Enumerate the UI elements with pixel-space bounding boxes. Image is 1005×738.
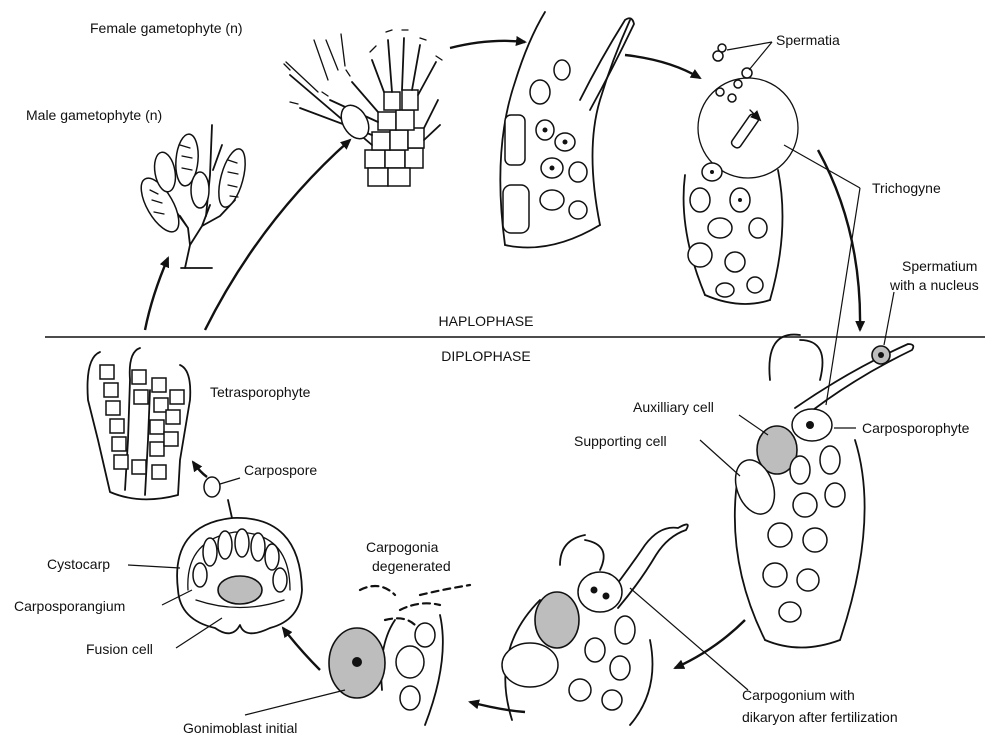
spermatia-attachment-illustration xyxy=(684,44,798,304)
male-gametophyte-illustration xyxy=(134,125,251,268)
fertilized-carpogonium-illustration xyxy=(729,335,914,648)
cystocarp-illustration xyxy=(177,500,302,633)
label-auxilliary-cell: Auxilliary cell xyxy=(633,399,714,415)
arrow-to-gonimoblast xyxy=(470,702,525,712)
label-female-gametophyte: Female gametophyte (n) xyxy=(90,20,243,36)
label-male-gametophyte: Male gametophyte (n) xyxy=(26,107,162,123)
label-tetrasporophyte: Tetrasporophyte xyxy=(210,384,311,400)
label-supporting-cell: Supporting cell xyxy=(574,433,667,449)
carpospore-illustration xyxy=(204,477,220,497)
label-carposporophyte: Carposporophyte xyxy=(862,420,970,436)
label-carpogonium-line2: dikaryon after fertilization xyxy=(742,709,898,725)
label-trichogyne: Trichogyne xyxy=(872,180,941,196)
arrow-to-branch xyxy=(450,41,525,48)
arrow-to-spermatia xyxy=(625,55,700,78)
label-carpospore: Carpospore xyxy=(244,462,317,478)
label-carpogonia-line1: Carpogonia xyxy=(366,539,439,555)
label-spermatia: Spermatia xyxy=(776,32,840,48)
arrow-to-tetrasporophyte xyxy=(193,462,207,477)
label-carposporangium: Carposporangium xyxy=(14,598,125,614)
label-gonimoblast-initial: Gonimoblast initial xyxy=(183,720,297,736)
arrow-to-male xyxy=(145,258,168,330)
carpogonial-branch-illustration xyxy=(500,12,634,248)
label-spermatium-line1: Spermatium xyxy=(902,258,977,274)
female-gametophyte-illustration xyxy=(284,30,442,186)
tetrasporophyte-illustration xyxy=(88,348,191,499)
haplophase-label: HAPLOPHASE xyxy=(439,313,534,329)
label-fusion-cell: Fusion cell xyxy=(86,641,153,657)
gonimoblast-initial-illustration xyxy=(329,585,470,725)
carpogonium-dikaryon-illustration xyxy=(502,524,688,725)
label-carpogonium-line1: Carpogonium with xyxy=(742,687,855,703)
label-spermatium-line2: with a nucleus xyxy=(889,277,979,293)
arrow-to-spermatium xyxy=(818,150,860,330)
label-carpogonia-line2: degenerated xyxy=(372,558,451,574)
diplophase-label: DIPLOPHASE xyxy=(441,348,530,364)
label-cystocarp: Cystocarp xyxy=(47,556,110,572)
arrow-to-dikaryon xyxy=(675,620,745,668)
arrow-to-cystocarp xyxy=(283,628,320,670)
